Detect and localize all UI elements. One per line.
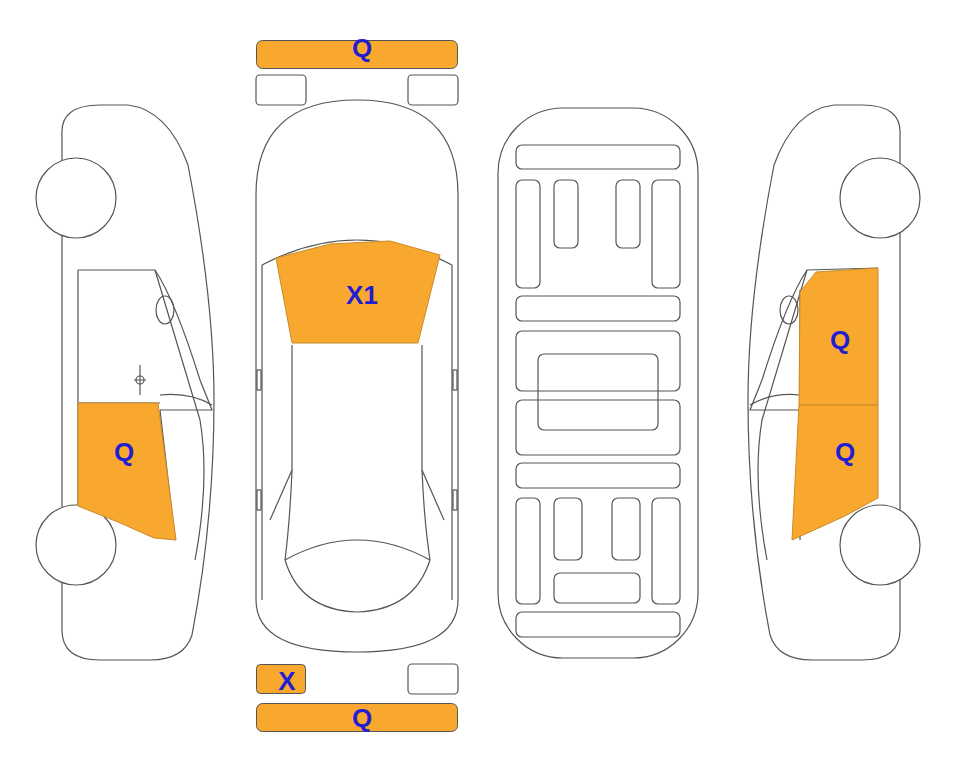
underside-part <box>516 612 680 637</box>
damage-code: Q <box>352 705 372 731</box>
underside-part <box>516 296 680 321</box>
damage-zone: X1 <box>274 240 442 344</box>
underside-view <box>498 108 698 658</box>
zone-fill <box>276 241 440 343</box>
zone-fill <box>257 704 458 732</box>
zone-fill <box>792 405 878 540</box>
damage-code: Q <box>835 439 855 465</box>
underside-part <box>516 145 680 169</box>
underside-part <box>516 400 680 455</box>
underside-part <box>554 573 640 603</box>
damage-zone: Q <box>256 703 458 732</box>
underside-part <box>616 180 640 248</box>
damage-code: Q <box>352 35 372 61</box>
zone-shape <box>790 404 880 542</box>
damage-zone: Q <box>256 40 458 69</box>
damage-code: Q <box>830 327 850 353</box>
zone-fill <box>257 665 306 694</box>
damage-code: X <box>278 668 295 694</box>
underside-part <box>612 498 640 560</box>
damage-code: Q <box>114 439 134 465</box>
zone-shape <box>77 402 178 542</box>
top-view <box>256 75 458 694</box>
underside-part <box>516 498 540 604</box>
left-side-view <box>36 105 214 660</box>
underside-part <box>516 463 680 488</box>
right-side-view <box>748 105 920 660</box>
underside-part <box>554 180 578 248</box>
damage-zone: Q <box>790 404 880 542</box>
damage-zone: Q <box>77 402 178 542</box>
underside-part <box>538 354 658 430</box>
underside-part <box>554 498 582 560</box>
damage-zone: X <box>256 664 306 694</box>
underside-part <box>516 180 540 288</box>
zone-fill <box>799 268 878 405</box>
underside-part <box>652 180 680 288</box>
underside-part <box>516 331 680 391</box>
damage-code: X1 <box>346 282 378 308</box>
underside-part <box>652 498 680 604</box>
damage-zone: Q <box>796 266 880 406</box>
zone-fill <box>78 403 176 540</box>
